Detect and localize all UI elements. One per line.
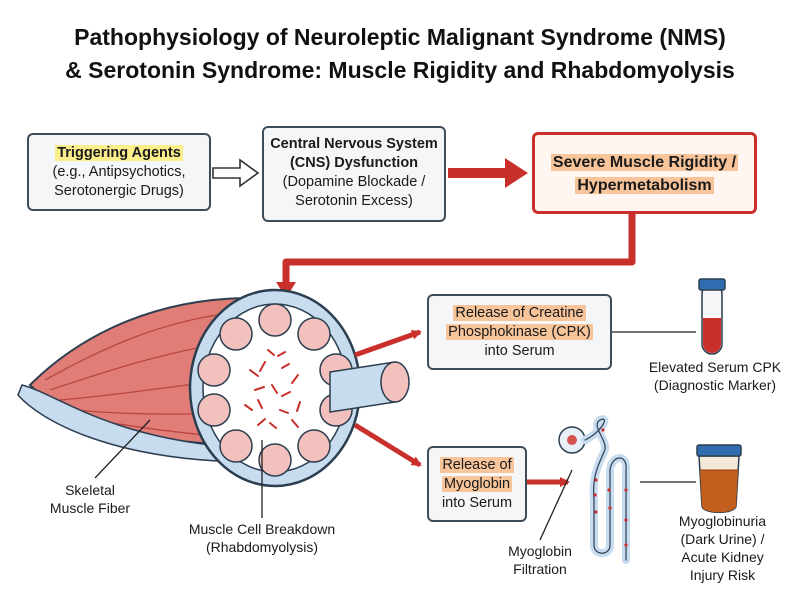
label-myoglobin-filtration: Myoglobin Filtration <box>495 542 585 578</box>
cns-line1: Central Nervous System <box>270 136 438 152</box>
urine-line2: (Dark Urine) / <box>680 531 765 547</box>
arrow-to-cpk <box>354 329 422 358</box>
label-elevated-serum-cpk: Elevated Serum CPK (Diagnostic Marker) <box>640 358 790 394</box>
cns-dysfunction-box: Central Nervous System (CNS) Dysfunction… <box>262 126 446 222</box>
cpk-line2: Phosphokinase (CPK) <box>446 324 593 340</box>
myoglobin-line3: into Serum <box>441 495 513 511</box>
title-line-1: Pathophysiology of Neuroleptic Malignant… <box>74 24 726 50</box>
cpk-line1: Release of Creatine <box>453 305 586 321</box>
triggering-agents-heading: Triggering Agents <box>55 145 183 161</box>
title-line-2: & Serotonin Syndrome: Muscle Rigidity an… <box>65 57 735 83</box>
cns-line3: (Dopamine Blockade / <box>282 174 426 190</box>
nephron-icon <box>558 415 631 564</box>
arrow-trigger-to-cns <box>212 158 260 188</box>
filtration-line1: Myoglobin <box>508 543 572 559</box>
arrow-cns-to-rigidity <box>448 158 528 188</box>
urine-cup-icon <box>696 444 742 514</box>
serum-cpk-line1: Elevated Serum CPK <box>648 359 782 375</box>
label-skeletal-muscle-fiber: Skeletal Muscle Fiber <box>30 481 150 517</box>
triggering-agents-box: Triggering Agents (e.g., Antipsychotics,… <box>27 133 211 211</box>
breakdown-line2: (Rhabdomyolysis) <box>205 539 319 555</box>
myoglobin-release-box: Release of Myoglobin into Serum <box>427 446 527 522</box>
leader-skeletal <box>94 419 151 479</box>
serum-cpk-line2: (Diagnostic Marker) <box>653 377 777 393</box>
muscle-cross-section <box>188 288 410 488</box>
muscle-rigidity-box: Severe Muscle Rigidity / Hypermetabolism <box>532 132 757 214</box>
skeletal-line2: Muscle Fiber <box>49 500 131 516</box>
myoglobin-line1: Release of <box>440 457 514 473</box>
cpk-line3: into Serum <box>484 343 555 359</box>
cns-line2: (CNS) Dysfunction <box>289 155 419 171</box>
arrow-to-myoglobin <box>353 422 422 468</box>
filtration-line2: Filtration <box>513 561 567 577</box>
triggering-agents-line3: Serotonergic Drugs) <box>54 183 184 199</box>
cpk-release-box: Release of Creatine Phosphokinase (CPK) … <box>427 294 612 370</box>
triggering-agents-line2: (e.g., Antipsychotics, <box>52 164 186 180</box>
breakdown-line1: Muscle Cell Breakdown <box>188 521 336 537</box>
urine-line4: Injury Risk <box>689 567 756 583</box>
myoglobin-line2: Myoglobin <box>441 476 513 492</box>
label-myoglobinuria: Myoglobinuria (Dark Urine) / Acute Kidne… <box>660 512 785 584</box>
cns-line4: Serotonin Excess) <box>295 193 413 209</box>
blood-tube-icon <box>698 278 726 355</box>
leader-filtration <box>539 469 573 541</box>
urine-line3: Acute Kidney <box>681 549 764 565</box>
urine-line1: Myoglobinuria <box>678 513 767 529</box>
rigidity-line1: Severe Muscle Rigidity / <box>550 154 739 171</box>
label-muscle-cell-breakdown: Muscle Cell Breakdown (Rhabdomyolysis) <box>172 520 352 556</box>
rigidity-line2: Hypermetabolism <box>575 177 714 194</box>
arrow-rigidity-to-muscle <box>282 214 636 284</box>
skeletal-line1: Skeletal <box>65 482 115 498</box>
